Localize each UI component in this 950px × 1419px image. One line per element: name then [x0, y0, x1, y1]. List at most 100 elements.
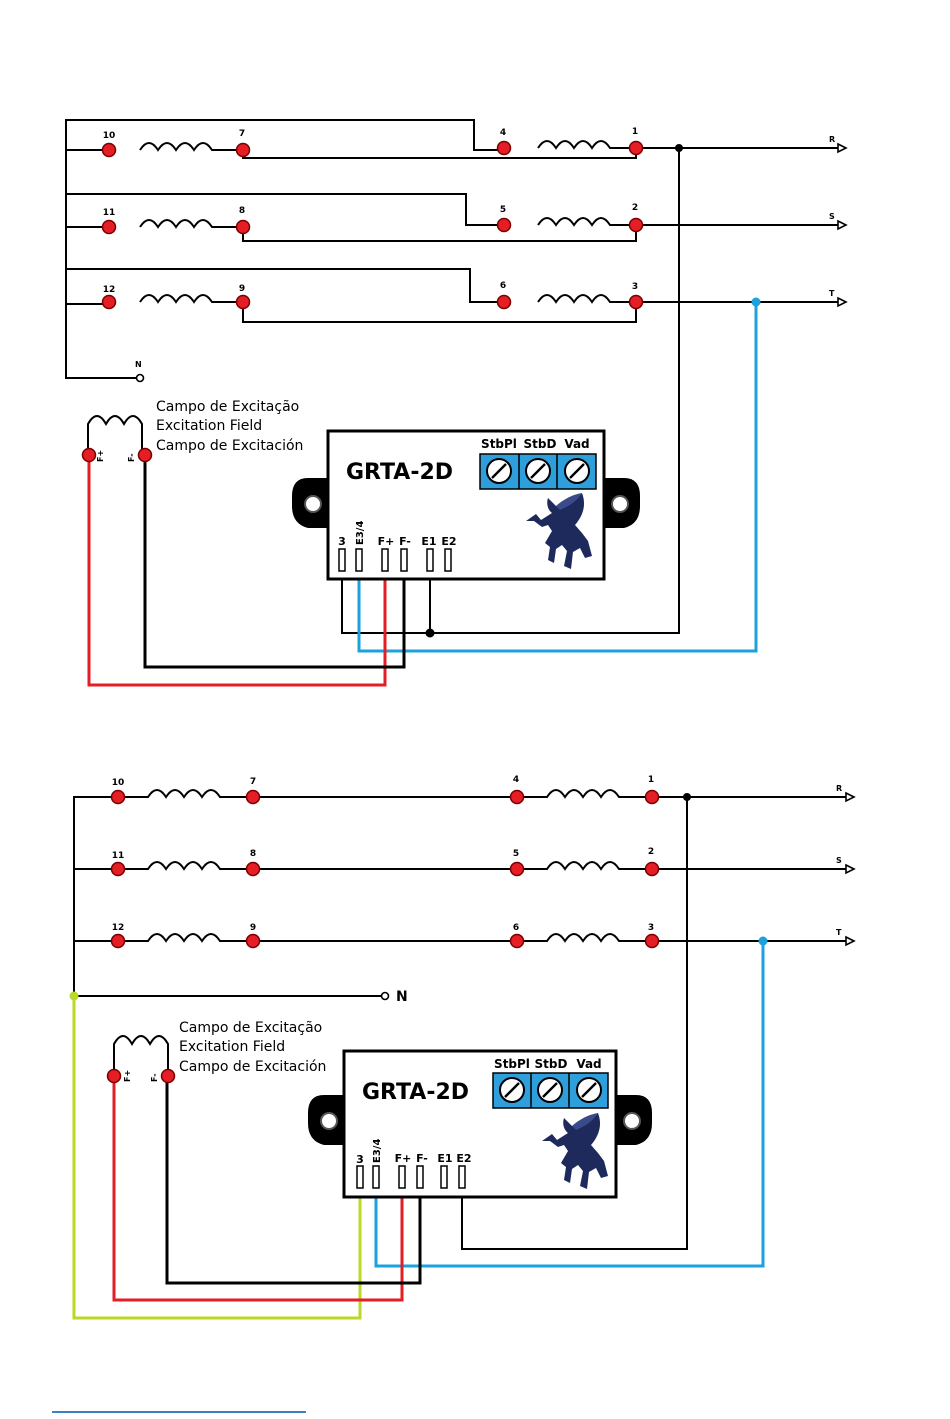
- terminal-dot: [511, 935, 524, 948]
- terminal-dot: [112, 863, 125, 876]
- terminal-label: 12: [112, 923, 125, 933]
- phase-label-s: S: [836, 856, 842, 865]
- field-label-pt: Campo de Excitação: [156, 399, 299, 415]
- trimmer-label-stbd: StbD: [535, 1057, 568, 1071]
- terminal-label: 1: [632, 127, 638, 137]
- terminal-label: 9: [239, 284, 245, 294]
- terminal-dot: [630, 296, 643, 309]
- reg-terminal-label-e1: E1: [437, 1152, 452, 1165]
- trimmer-label-vad: Vad: [564, 437, 589, 451]
- reg-terminal-label-e34: E3/4: [355, 521, 366, 545]
- terminal-label: 5: [513, 849, 519, 859]
- trimmer-label-stbd: StbD: [524, 437, 557, 451]
- reg-terminal-label-e2: E2: [441, 535, 456, 548]
- terminal-label: 7: [250, 777, 256, 787]
- terminal-dot: [511, 791, 524, 804]
- reg-terminal-label-3: 3: [356, 1153, 364, 1166]
- trimmer-screw-icon: [565, 459, 589, 483]
- terminal-dot: [103, 221, 116, 234]
- trimmer-panel: [493, 1073, 608, 1108]
- field-label-pt: Campo de Excitação: [179, 1020, 322, 1036]
- phase-label-s: S: [829, 212, 835, 221]
- t-phase-junction: [752, 298, 761, 307]
- field-neg-label: F-: [127, 453, 136, 462]
- reg-terminal-label-fneg: F-: [399, 535, 411, 548]
- reg-terminal-label-fpos: F+: [378, 535, 395, 548]
- terminal-label: 11: [103, 208, 116, 218]
- terminal-label: 8: [250, 849, 256, 859]
- t-phase-junction: [759, 937, 768, 946]
- terminal-dot: [237, 296, 250, 309]
- field-pos-label: F+: [96, 450, 105, 462]
- reg-terminal-label-3: 3: [338, 535, 346, 548]
- terminal-label: 8: [239, 206, 245, 216]
- terminal-dot: [247, 935, 260, 948]
- reg-terminal-label-e34: E3/4: [372, 1139, 383, 1163]
- terminal-dot: [498, 219, 511, 232]
- phase-label-r: R: [836, 784, 842, 793]
- terminal-dot: [162, 1070, 175, 1083]
- trimmer-screw-icon: [526, 459, 550, 483]
- phase-label-r: R: [829, 135, 835, 144]
- terminal-label: 9: [250, 923, 256, 933]
- terminal-label: 4: [500, 128, 506, 138]
- terminal-dot: [498, 142, 511, 155]
- terminal-label: 6: [500, 281, 506, 291]
- trimmer-screw-icon: [577, 1078, 601, 1102]
- regulator-module: [292, 431, 640, 579]
- terminal-dot: [630, 142, 643, 155]
- output-arrows: [382, 793, 855, 1000]
- terminal-dot: [237, 144, 250, 157]
- terminal-label: 6: [513, 923, 519, 933]
- field-neg-label: F-: [150, 1073, 159, 1082]
- field-label-es: Campo de Excitación: [179, 1059, 326, 1075]
- terminal-dot: [139, 449, 152, 462]
- terminal-dot: [646, 863, 659, 876]
- neutral-label: N: [396, 989, 408, 1005]
- terminal-dot: [112, 791, 125, 804]
- terminal-dot: [630, 219, 643, 232]
- trimmer-label-stbpl: StbPl: [481, 437, 517, 451]
- neutral-junction: [70, 992, 79, 1001]
- field-pos-label: F+: [123, 1070, 132, 1082]
- terminal-label: 7: [239, 129, 245, 139]
- terminal-dot: [511, 863, 524, 876]
- trimmer-panel: [480, 454, 596, 489]
- terminal-label: 10: [103, 131, 116, 141]
- terminal-label: 11: [112, 851, 125, 861]
- terminal-dot: [247, 863, 260, 876]
- terminal-dot: [247, 791, 260, 804]
- terminal-label: 2: [648, 847, 654, 857]
- terminal-dot: [646, 791, 659, 804]
- terminal-dot: [103, 144, 116, 157]
- terminal-label: 3: [632, 282, 638, 292]
- output-arrows: [137, 144, 847, 382]
- terminal-label: 12: [103, 285, 116, 295]
- regulator-module: [308, 1051, 652, 1197]
- reg-terminal-label-fpos: F+: [395, 1152, 412, 1165]
- phase-label-t: T: [829, 289, 835, 298]
- regulator-model: GRTA-2D: [346, 460, 453, 485]
- terminal-label: 4: [513, 775, 519, 785]
- terminal-label: 1: [648, 775, 654, 785]
- terminal-dot: [103, 296, 116, 309]
- terminal-dot: [646, 935, 659, 948]
- trimmer-screw-icon: [487, 459, 511, 483]
- field-label-es: Campo de Excitación: [156, 438, 303, 454]
- trimmer-screw-icon: [538, 1078, 562, 1102]
- trimmer-label-stbpl: StbPl: [494, 1057, 530, 1071]
- field-label-en: Excitation Field: [156, 418, 262, 434]
- field-label-en: Excitation Field: [179, 1039, 285, 1055]
- neutral-label: N: [135, 360, 142, 369]
- trimmer-label-vad: Vad: [576, 1057, 601, 1071]
- reg-terminal-label-e1: E1: [421, 535, 436, 548]
- reg-terminal-label-e2: E2: [456, 1152, 471, 1165]
- terminal-label: 2: [632, 203, 638, 213]
- r-phase-junction: [683, 793, 691, 801]
- terminal-dot: [83, 449, 96, 462]
- terminal-label: 5: [500, 205, 506, 215]
- reg-terminal-label-fneg: F-: [416, 1152, 428, 1165]
- phase-label-t: T: [836, 928, 842, 937]
- terminal-label: 10: [112, 778, 125, 788]
